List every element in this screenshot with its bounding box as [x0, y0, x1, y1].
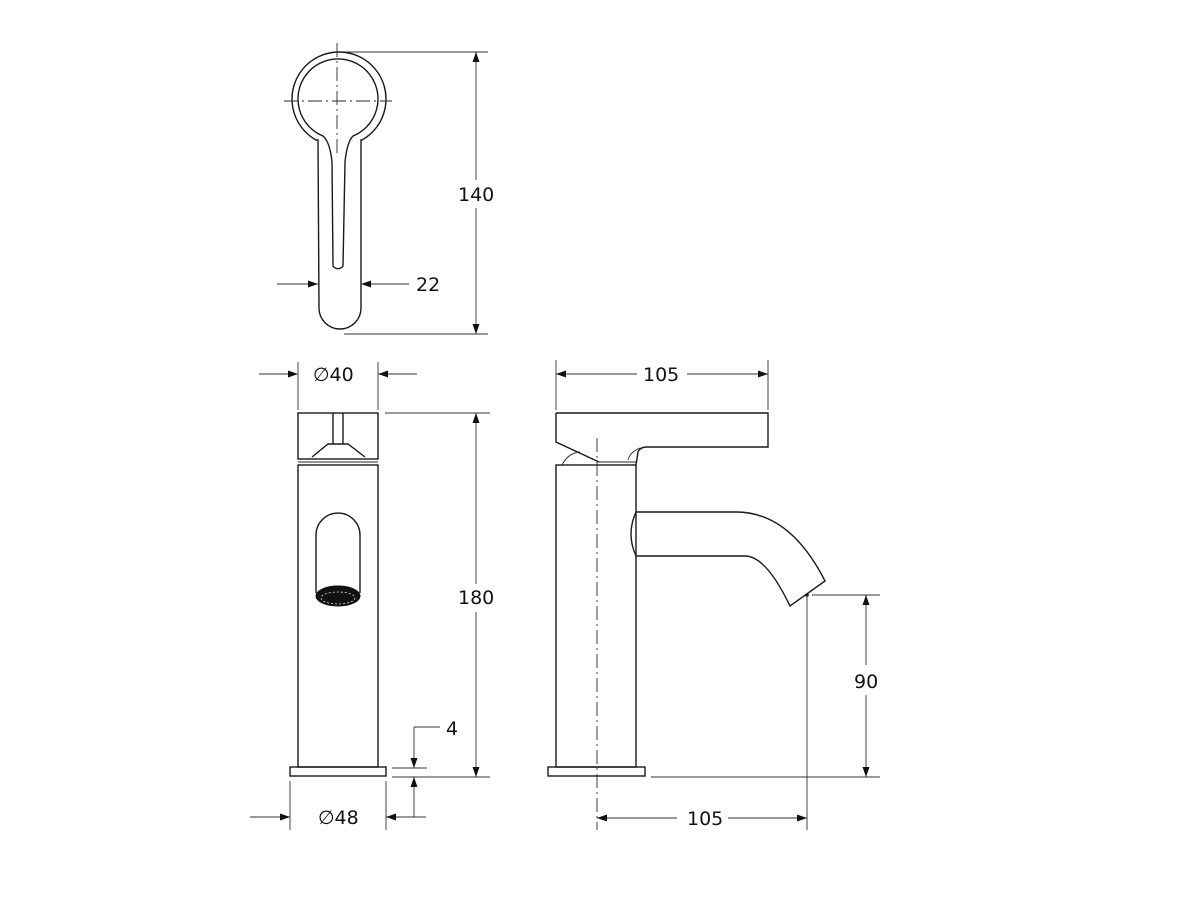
base-plate-side [547, 766, 646, 777]
aerator-icon [315, 585, 361, 607]
lever-handle-side [555, 412, 769, 466]
dimension-label-spout-reach: 105 [687, 808, 723, 830]
dimension-body-diameter: ∅40 [259, 362, 417, 410]
dimension-overall-height: 180 [385, 412, 494, 778]
dimension-spout-reach: 105 [597, 597, 808, 830]
side-view: 105 90 105 [547, 360, 880, 830]
spout-side [630, 511, 826, 608]
dimension-label-spout-height: 90 [854, 671, 878, 693]
handle-outline [291, 51, 387, 330]
handle-cap [297, 412, 379, 460]
dimension-base-thickness: 4 [392, 718, 458, 817]
dimension-label-base-thickness: 4 [446, 718, 458, 740]
dimension-label-handle-length: 105 [643, 364, 679, 386]
spout-front [315, 512, 361, 607]
body-side [555, 464, 637, 768]
dimension-spout-height: 90 [651, 594, 880, 778]
dimension-label-base-diameter: ∅48 [318, 807, 359, 829]
dimension-label-body-diameter: ∅40 [313, 364, 354, 386]
dimension-handle-width: 22 [277, 274, 440, 296]
dimension-base-diameter: ∅48 [250, 781, 426, 830]
dimension-handle-length: 105 [555, 360, 769, 410]
base-plate [289, 766, 387, 777]
front-view: ∅40 180 4 ∅48 [250, 362, 494, 830]
outlet-point [805, 593, 809, 597]
body [297, 461, 379, 768]
center-lines [284, 43, 392, 155]
dimension-length: 140 [344, 51, 494, 335]
dimension-label-overall-height: 180 [458, 587, 494, 609]
top-view: 140 22 [277, 43, 494, 335]
dimension-label-length: 140 [458, 184, 494, 206]
dimension-label-handle-width: 22 [416, 274, 440, 296]
